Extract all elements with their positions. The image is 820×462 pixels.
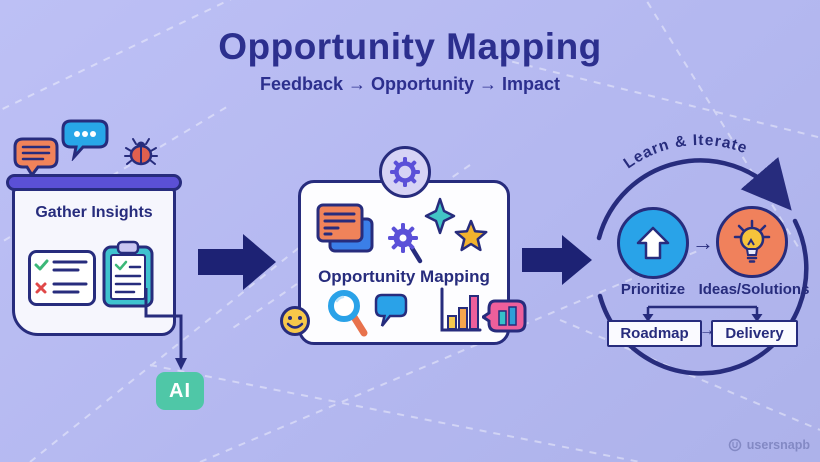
watermark-text: usersnapb <box>746 438 810 452</box>
opportunity-mapping-card-title: Opportunity Mapping <box>318 267 490 286</box>
chat-bubble-lines-icon <box>13 137 59 177</box>
page-subtitle: Feedback → Opportunity → Impact <box>259 74 561 94</box>
delivery-box: Delivery <box>711 320 798 347</box>
upload-arrow-icon <box>636 226 670 260</box>
bar-chart-icon <box>440 287 482 332</box>
ideas-circle <box>716 206 788 278</box>
gear-icon <box>390 157 420 187</box>
gather-to-ai-connector <box>144 288 187 370</box>
smiley-icon <box>280 306 310 336</box>
opportunity-mapping-card: Opportunity Mapping <box>298 180 510 345</box>
magnifier-icon <box>328 290 368 337</box>
prioritize-circle <box>617 207 689 279</box>
roadmap-box: Roadmap <box>607 320 702 347</box>
prioritize-label: Prioritize <box>620 281 686 298</box>
usersnap-logo-icon <box>728 438 742 452</box>
sparkle-icon <box>424 197 456 235</box>
star-icon <box>454 219 488 252</box>
flow-arrow-right-icon <box>198 234 276 290</box>
gather-insights-header-bar <box>6 174 182 191</box>
clipboard-icon <box>102 240 154 308</box>
ai-badge: AI <box>156 372 204 410</box>
flow-arrow-right-icon <box>522 235 592 285</box>
checklist-icon <box>28 250 96 306</box>
gear-magnifier-icon <box>388 223 423 264</box>
chat-bubble-icon <box>374 293 408 327</box>
chart-bubble-icon <box>482 299 527 333</box>
gear-badge <box>379 146 431 198</box>
stacked-cards-icon <box>316 203 374 253</box>
split-bracket-connector <box>642 305 763 322</box>
step-arrow: → <box>692 230 714 255</box>
chat-bubble-dots-icon <box>61 119 109 161</box>
lightbulb-icon <box>733 219 771 263</box>
watermark: usersnapb <box>728 438 810 452</box>
ideas-solutions-label: Ideas/Solutions <box>698 281 810 298</box>
bug-icon <box>124 138 158 166</box>
gather-insights-title: Gather Insights <box>35 204 153 221</box>
page-title: Opportunity Mapping <box>218 26 602 67</box>
gather-insights-card: Gather Insights <box>6 174 182 336</box>
